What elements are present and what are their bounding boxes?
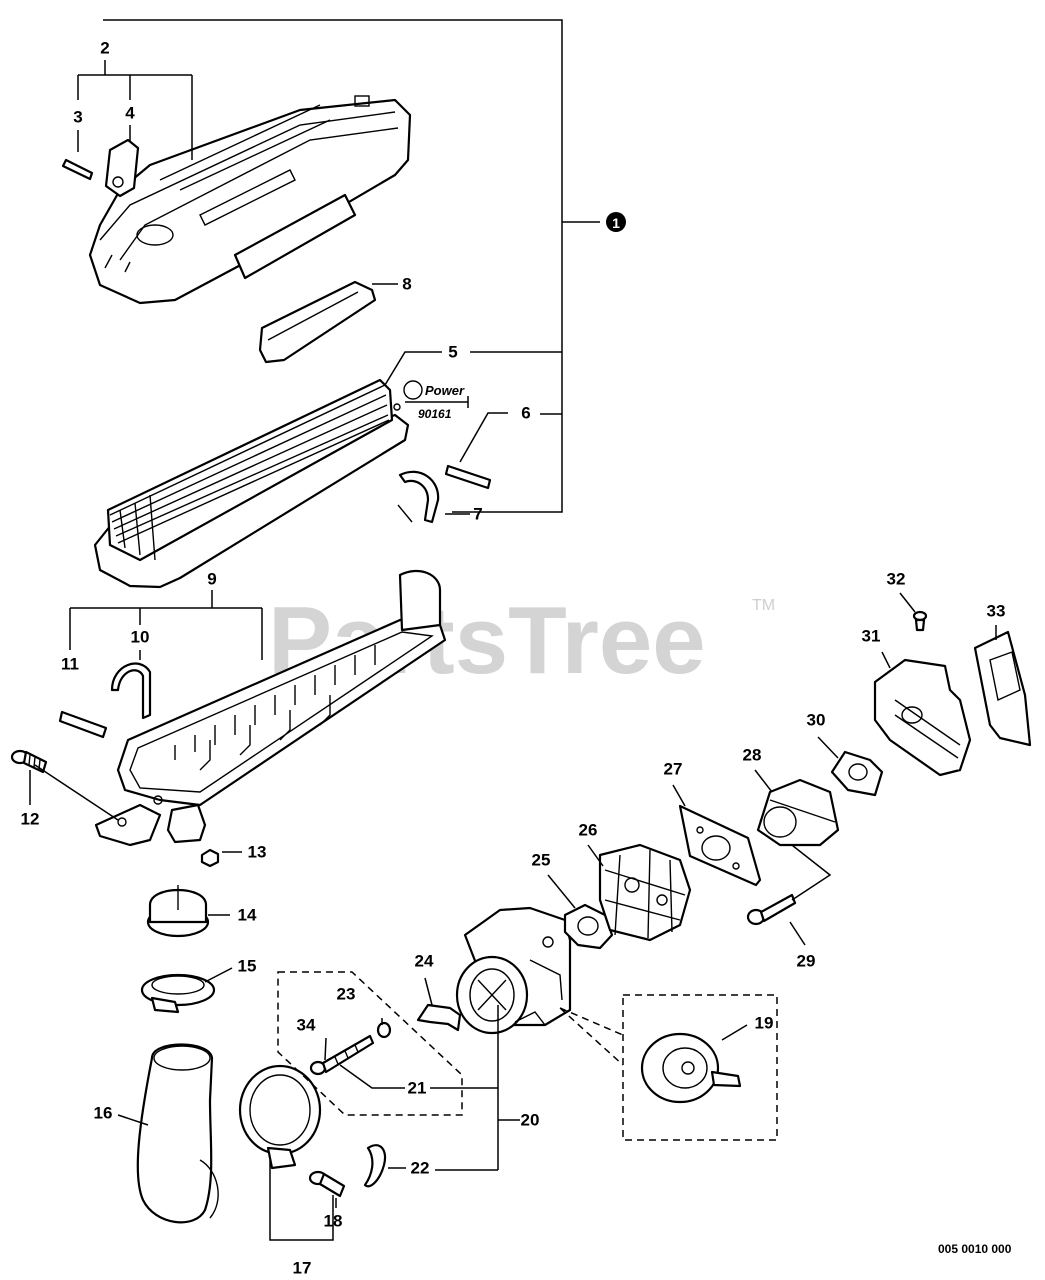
callout-34: 34: [297, 1016, 316, 1035]
screw-part-32: [912, 610, 928, 632]
assembly-bracket-1: 1: [103, 19, 626, 513]
power-logo-code: 90161: [418, 407, 452, 421]
callout-25: 25: [532, 851, 551, 870]
gasket-part-25: [563, 903, 614, 950]
callout-14: 14: [238, 906, 257, 925]
callout-7: 7: [473, 505, 482, 524]
plate-part-27: [678, 804, 762, 887]
callout-29: 29: [797, 952, 816, 971]
power-logo: Power 90161: [393, 380, 469, 421]
insulator-part-28: [756, 778, 840, 847]
callout-27: 27: [664, 760, 683, 779]
callout-20: 20: [521, 1111, 540, 1130]
callout-8: 8: [402, 275, 411, 294]
diagram-code: 005 0010 000: [938, 1242, 1012, 1256]
gasket-part-22: [363, 1144, 387, 1188]
housing-part-20: [455, 906, 572, 1035]
callout-22: 22: [411, 1159, 430, 1178]
callout-23: 23: [337, 985, 356, 1004]
kit-outline-21: [277, 971, 463, 1116]
air-cleaner-cover: [88, 95, 412, 305]
callout-32: 32: [887, 570, 906, 589]
washer-part-23: [376, 1021, 392, 1039]
callout-28: 28: [743, 746, 762, 765]
leader-lines: [29, 60, 997, 1241]
clamp-part-15: [140, 973, 216, 1014]
gasket-part-11: [58, 710, 108, 739]
callout-18: 18: [324, 1212, 343, 1231]
callout-33: 33: [987, 602, 1006, 621]
screw-part-18: [308, 1170, 346, 1198]
clamp-part-17: [238, 1064, 322, 1170]
callout-15: 15: [238, 957, 257, 976]
callout-16: 16: [94, 1104, 113, 1123]
callout-4: 4: [125, 104, 135, 123]
heat-shield-part-31: [873, 658, 972, 777]
callout-19: 19: [755, 1014, 774, 1033]
gasket-part-33: [973, 630, 1032, 747]
callout-9: 9: [207, 570, 216, 589]
power-logo-text: Power: [425, 383, 465, 398]
callout-11: 11: [61, 655, 79, 674]
callout-2: 2: [100, 39, 109, 58]
pre-filter-part-8: [258, 280, 377, 364]
callout-26: 26: [579, 821, 598, 840]
assembly-badge-label: 1: [612, 215, 620, 231]
assembly-badge: [606, 212, 626, 232]
callout-30: 30: [807, 711, 826, 730]
bolt-part-12: [10, 749, 48, 774]
impeller-part-19: [640, 1032, 742, 1104]
callout-13: 13: [248, 843, 267, 862]
callout-17: 17: [293, 1259, 312, 1278]
latch-part-4: [104, 138, 140, 198]
callout-21: 21: [408, 1079, 427, 1098]
elbow-duct-part-16: [136, 1043, 219, 1224]
sleeve-part-14: [146, 885, 210, 938]
callout-10: 10: [131, 628, 150, 647]
spring-clip-part-7: [397, 470, 440, 524]
callout-31: 31: [862, 627, 881, 646]
gasket-part-6: [444, 464, 492, 490]
gasket-part-30: [830, 750, 884, 797]
watermark-trademark: TM: [752, 597, 775, 614]
callout-3: 3: [73, 108, 82, 127]
callout-12: 12: [21, 810, 40, 829]
callout-24: 24: [415, 952, 434, 971]
callout-5: 5: [448, 343, 457, 362]
bolt-part-34: [309, 1034, 375, 1076]
pin-part-3: [61, 158, 94, 181]
kit-outline-19: [622, 994, 778, 1141]
callout-labels: 2 3 4 5 6 7 8 9 10 11 12 13 14 15 16 17 …: [21, 39, 1006, 1278]
carburetor-part-26: [598, 843, 692, 942]
bracket-part-24: [416, 1003, 462, 1032]
callout-6: 6: [521, 404, 530, 423]
nut-part-13: [200, 848, 220, 868]
air-cleaner-base-part-9: [94, 569, 447, 847]
filter-element-part-5: [93, 378, 410, 589]
clip-part-10: [110, 662, 152, 720]
